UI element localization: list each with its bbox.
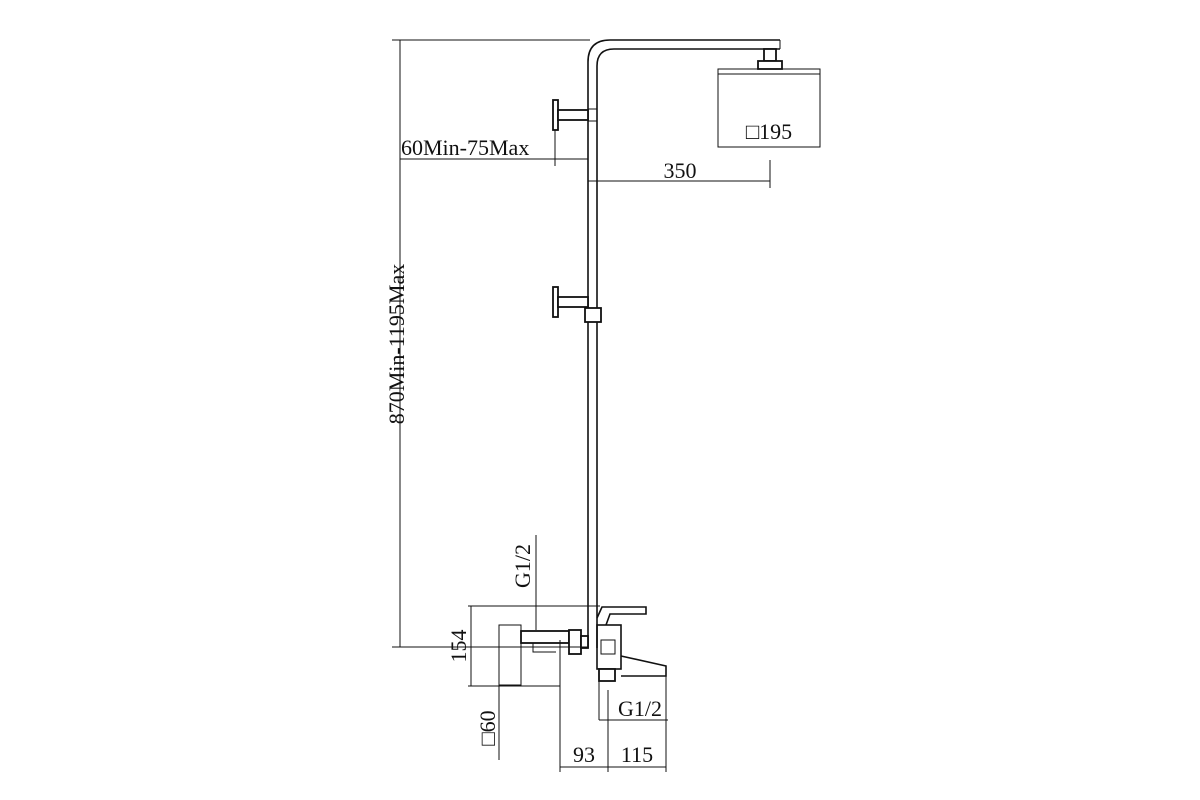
dimension-wall-offset: 60Min-75Max xyxy=(400,130,589,166)
dimension-arm-length: 350 xyxy=(588,158,771,188)
dimension-depth: 93 115 xyxy=(559,640,667,772)
dimension-inlet-top: G1/2 xyxy=(510,535,537,630)
dimension-flange-size: □60 xyxy=(475,685,500,760)
label-inlet-bottom: G1/2 xyxy=(618,696,662,721)
riser-pipe xyxy=(587,39,781,648)
label-arm-length: 350 xyxy=(664,158,697,183)
label-mixer-height: 154 xyxy=(446,630,471,663)
label-depth-a: 93 xyxy=(573,742,595,767)
label-flange-size: □60 xyxy=(475,710,500,745)
upper-wall-bracket xyxy=(552,99,598,131)
dimension-head-size: □195 xyxy=(718,119,820,148)
dimension-inlet-bottom: G1/2 xyxy=(598,681,668,721)
lower-wall-bracket xyxy=(552,286,602,323)
label-total-height: 870Min-1195Max xyxy=(384,264,409,425)
label-inlet-top: G1/2 xyxy=(510,544,535,588)
label-wall-offset: 60Min-75Max xyxy=(401,135,529,160)
dimension-mixer-height: 154 xyxy=(446,605,600,687)
label-depth-b: 115 xyxy=(621,742,653,767)
bath-mixer xyxy=(498,606,667,686)
label-head-size: □195 xyxy=(746,119,792,144)
dimension-total-height: 870Min-1195Max xyxy=(384,39,590,648)
